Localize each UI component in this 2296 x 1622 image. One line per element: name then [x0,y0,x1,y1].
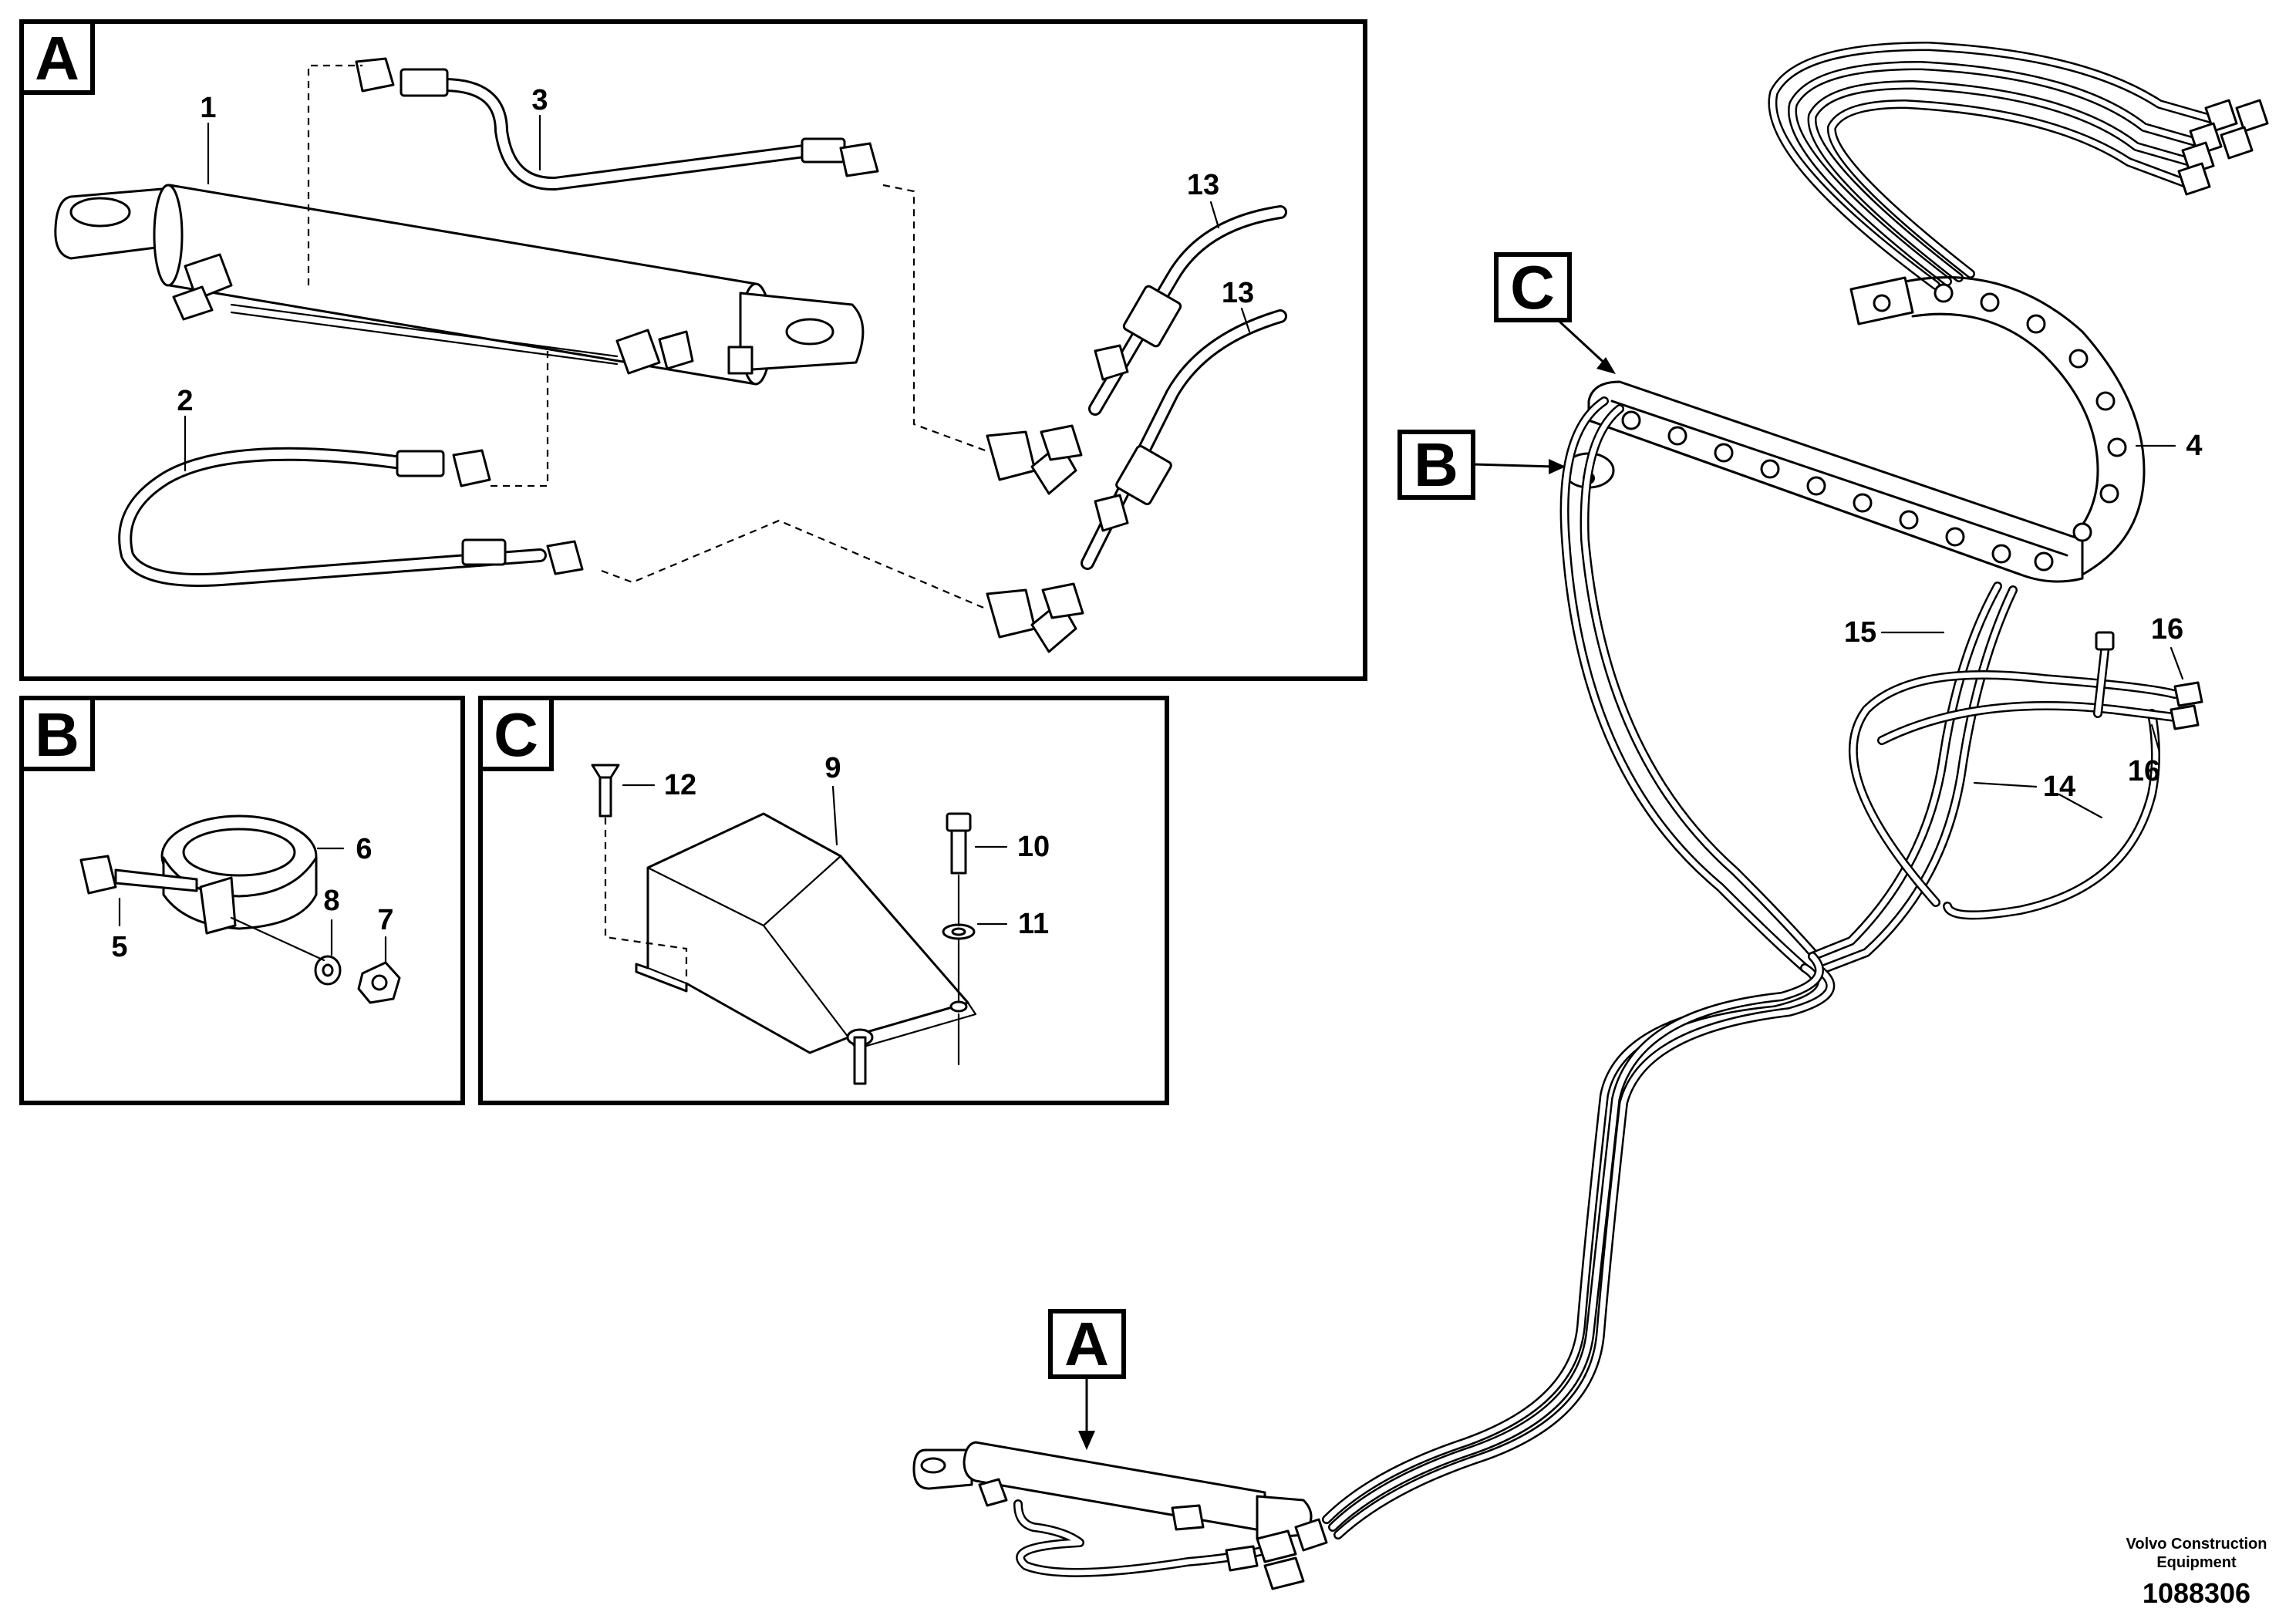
brand-line-2: Equipment [2156,1554,2237,1571]
hose-14 [1848,639,2180,920]
brand-line-1: Volvo Construction [2126,1536,2267,1553]
hose-13-upper [986,205,1287,495]
callout-a: A [1048,1309,1126,1450]
label-part-10: 10 [1017,831,1050,863]
label-part-3: 3 [531,84,548,116]
hose-clamp [160,814,318,935]
label-part-2: 2 [177,385,193,417]
cable-chain-curve [1849,276,2146,576]
chain-links [1621,283,2127,572]
callout-c-letter: C [1510,253,1555,322]
cover-bolt [946,812,972,875]
label-part-14: 14 [2043,771,2075,803]
label-part-4: 4 [2186,430,2202,462]
view-c-letter: C [494,700,538,769]
hose-3 [355,57,879,191]
detail-view-c: C 12 9 [478,696,1169,1105]
label-part-16-upper: 16 [2151,613,2183,646]
callout-b-letter: B [1414,430,1458,499]
view-a-letter: A [35,24,79,93]
detail-view-b: B 5 6 8 7 [19,696,465,1105]
document-number: 1088306 [2143,1577,2250,1609]
label-part-8: 8 [323,885,339,917]
label-part-12: 12 [664,769,696,801]
label-part-16-lower: 16 [2128,755,2160,787]
countersunk-screw [591,764,620,818]
label-part-13-lower: 13 [1222,277,1254,309]
view-b-letter: B [35,700,79,769]
hydraulic-cylinder-detail [54,184,865,386]
label-part-1: 1 [200,92,216,124]
main-hydraulic-cylinder [912,1441,1328,1590]
upper-hose-loop [1768,42,2269,290]
cover-washer [942,923,976,940]
chain-cover [635,812,977,1085]
callout-b: B [1397,430,1566,500]
main-assembly: 4 15 14 16 16 Volvo Construction Equipme… [912,42,2269,1609]
clamp-bolt [79,855,198,895]
detail-view-a: A [19,19,1367,681]
long-hose-bundle [1322,952,1836,1539]
label-part-6: 6 [356,833,372,865]
label-part-7: 7 [377,904,393,936]
hose-2 [118,447,584,587]
label-part-11: 11 [1018,908,1049,940]
callout-c: C [1494,252,1616,374]
clamp-washer [314,955,342,986]
callout-a-letter: A [1064,1310,1109,1378]
label-part-15: 15 [1844,616,1876,649]
hose-13-lower [986,309,1287,653]
label-part-5: 5 [111,931,127,963]
hose-16-ends [2095,631,2203,730]
label-part-9: 9 [824,752,841,784]
label-part-13-upper: 13 [1187,169,1219,201]
hose-bundle-15 [1559,396,2018,975]
